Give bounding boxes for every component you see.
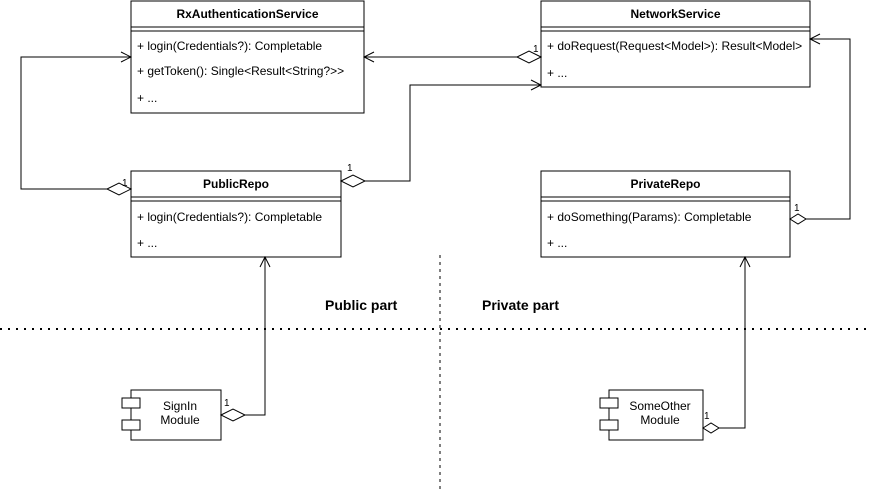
- class-name: NetworkService: [630, 7, 720, 21]
- class-rx-authentication-service[interactable]: RxAuthenticationService + login(Credenti…: [130, 0, 365, 114]
- method: + login(Credentials?): Completable: [137, 39, 322, 53]
- method: + doRequest(Request<Model>): Result<Mode…: [547, 39, 802, 53]
- aggregation-diamond: [515, 50, 543, 64]
- method: + ...: [137, 91, 157, 105]
- class-network-service[interactable]: NetworkService + doRequest(Request<Model…: [540, 0, 811, 88]
- module-name: SomeOther: [629, 399, 690, 413]
- multiplicity-label: 1: [794, 203, 800, 214]
- multiplicity-label: 1: [122, 178, 128, 189]
- aggregation-diamond: [339, 174, 367, 188]
- module-name: SignIn: [163, 399, 197, 413]
- aggregation-diamond: [105, 182, 133, 196]
- association-public-repo-to-rx-auth[interactable]: 1: [20, 57, 133, 196]
- aggregation-diamond: [789, 213, 807, 225]
- private-part-label: Private part: [482, 297, 559, 313]
- method: + doSomething(Params): Completable: [547, 210, 752, 224]
- module-name: Module: [160, 413, 200, 427]
- association-signin-to-public-repo[interactable]: 1: [219, 257, 265, 422]
- class-name: PrivateRepo: [630, 177, 700, 191]
- multiplicity-label: 1: [347, 163, 353, 174]
- module-name: Module: [640, 413, 680, 427]
- association-network-to-rx-auth[interactable]: 1: [364, 44, 543, 64]
- association-someother-to-private-repo[interactable]: 1: [702, 257, 745, 434]
- class-public-repo[interactable]: PublicRepo + login(Credentials?): Comple…: [130, 170, 342, 258]
- class-name: RxAuthenticationService: [176, 7, 318, 21]
- association-private-repo-to-network[interactable]: 1: [789, 39, 851, 225]
- multiplicity-label: 1: [224, 398, 230, 409]
- class-private-repo[interactable]: PrivateRepo + doSomething(Params): Compl…: [540, 170, 791, 258]
- public-part-label: Public part: [325, 297, 398, 313]
- method: + getToken(): Single<Result<String?>>: [137, 64, 344, 78]
- association-public-repo-to-network[interactable]: 1: [339, 85, 541, 188]
- aggregation-diamond: [702, 422, 720, 434]
- component-someother-module[interactable]: SomeOther Module: [599, 389, 704, 441]
- method: + ...: [547, 66, 567, 80]
- multiplicity-label: 1: [704, 411, 710, 422]
- class-name: PublicRepo: [203, 177, 269, 191]
- aggregation-diamond: [219, 408, 247, 422]
- multiplicity-label: 1: [533, 44, 539, 55]
- component-signin-module[interactable]: SignIn Module: [121, 389, 222, 441]
- method: + ...: [137, 236, 157, 250]
- method: + ...: [547, 236, 567, 250]
- method: + login(Credentials?): Completable: [137, 210, 322, 224]
